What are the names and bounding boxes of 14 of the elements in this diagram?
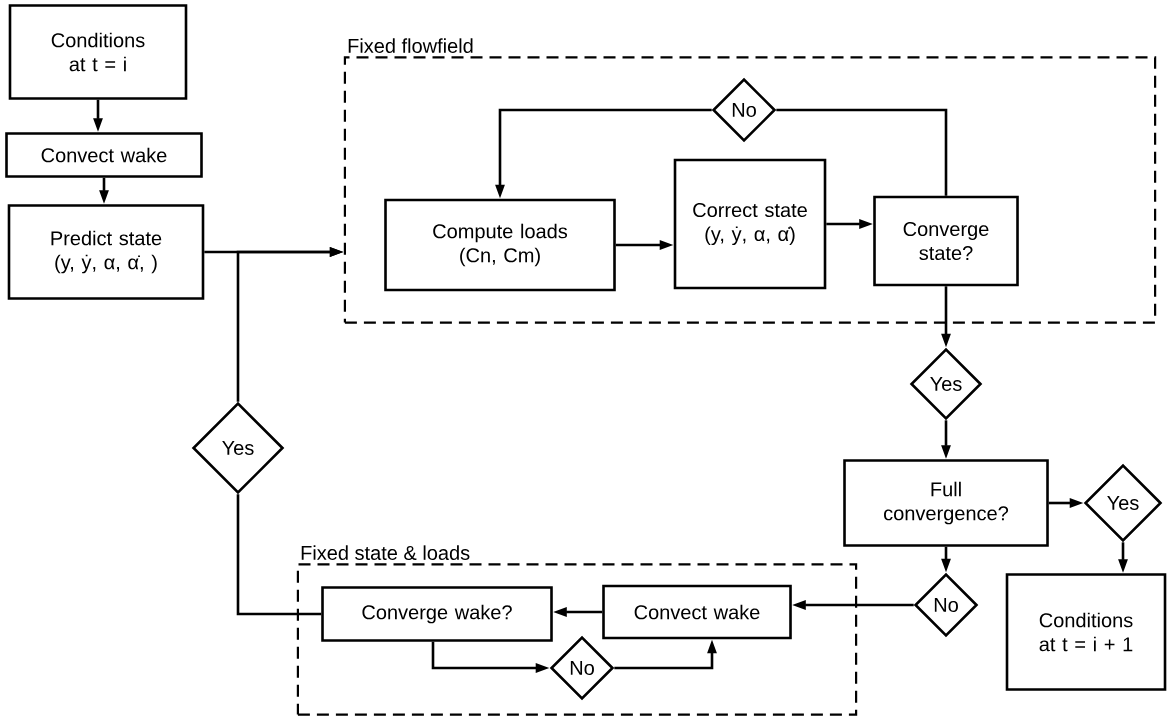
process-box: Conditions at t = i + 1 xyxy=(1005,573,1167,691)
group-heading: Fixed state & loads xyxy=(301,545,470,560)
process-box: Predict state (y, ẏ, α, α̇, ) xyxy=(7,204,205,300)
dashed-group-frame xyxy=(296,563,858,716)
process-box: Full convergence? xyxy=(843,459,1049,547)
process-box: Convect wake xyxy=(602,584,792,640)
group-heading: Fixed flowfield xyxy=(348,38,473,53)
process-box: Converge wake? xyxy=(321,586,553,642)
process-box: Correct state (y, ẏ, α, α̇) xyxy=(673,158,827,290)
process-box: Conditions at t = i xyxy=(8,4,188,100)
process-box: Converge state? xyxy=(873,195,1019,287)
process-box: Convect wake xyxy=(5,132,203,178)
process-box: Compute loads (Cn, Cm) xyxy=(384,198,616,292)
dashed-group-frame xyxy=(343,56,1157,324)
